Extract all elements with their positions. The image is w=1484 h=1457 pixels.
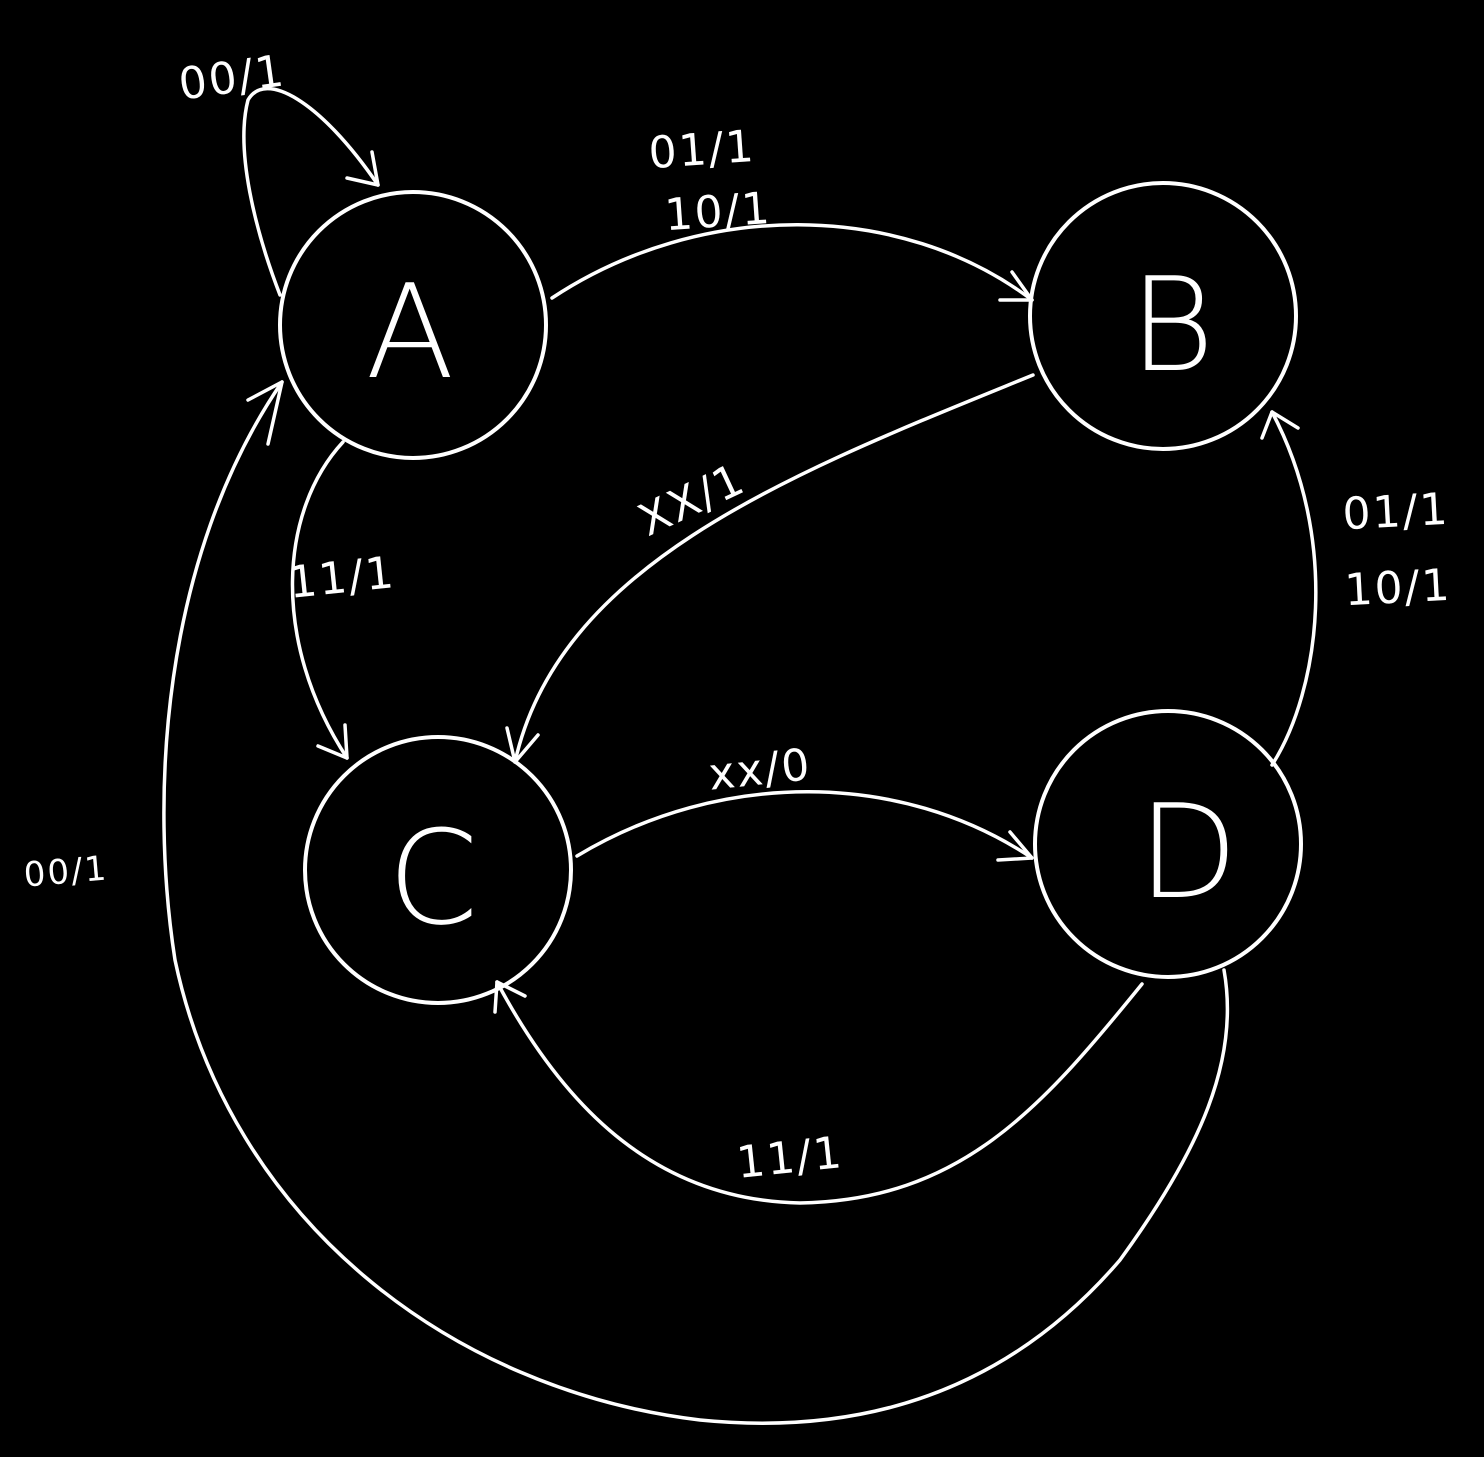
- edge-d-to-c: [495, 980, 1144, 1205]
- transition-c-to-d: xx/0: [575, 739, 1034, 862]
- transition-a-to-b: 01/1 10/1: [550, 121, 1034, 302]
- edge-a-self: [242, 86, 380, 297]
- label-a-to-b-line2: 10/1: [663, 183, 773, 241]
- edge-a-to-c: [290, 440, 349, 760]
- label-d-to-c: 11/1: [734, 1127, 846, 1189]
- edge-d-to-b: [1270, 410, 1318, 767]
- state-b-label: B: [1129, 249, 1214, 401]
- arrowhead-d-to-a: [246, 380, 284, 446]
- arrowhead-d-to-b: [1260, 410, 1300, 440]
- arrowhead-a-to-b: [998, 270, 1034, 302]
- transition-b-to-c: XX/1: [505, 373, 1035, 764]
- state-d-label: D: [1138, 776, 1238, 928]
- label-d-to-b-line1: 01/1: [1341, 484, 1450, 541]
- transition-d-to-b: 01/1 10/1: [1260, 410, 1453, 767]
- state-b-circle: [1028, 181, 1298, 451]
- state-c-label: C: [388, 802, 479, 954]
- state-c-circle: [303, 735, 573, 1005]
- label-a-to-c: 11/1: [286, 547, 398, 609]
- state-b: B: [1028, 181, 1298, 451]
- state-d-circle: [1033, 709, 1303, 979]
- edge-d-to-a: [162, 380, 1230, 1425]
- arrowhead-d-to-c: [493, 980, 527, 1014]
- edge-a-to-b: [550, 223, 1034, 302]
- edge-b-to-c: [513, 373, 1035, 764]
- arrowhead-a-to-c: [316, 723, 349, 760]
- label-a-to-b-line1: 01/1: [647, 121, 757, 179]
- label-d-to-a: 00/1: [22, 848, 110, 895]
- transition-a-to-c: 11/1: [286, 440, 398, 760]
- label-c-to-d: xx/0: [706, 739, 814, 800]
- label-d-to-b-line2: 10/1: [1343, 560, 1452, 617]
- state-a: A: [278, 190, 548, 460]
- arrowhead-b-to-c: [505, 726, 540, 764]
- arrowhead-c-to-d: [996, 830, 1034, 862]
- state-a-label: A: [366, 256, 455, 408]
- state-c: C: [303, 735, 573, 1005]
- transition-d-to-a: 00/1: [22, 380, 1230, 1425]
- state-a-circle: [278, 190, 548, 460]
- state-d: D: [1033, 709, 1303, 979]
- transition-a-self: 00/1: [176, 45, 380, 297]
- transition-d-to-c: 11/1: [493, 980, 1144, 1205]
- label-a-self: 00/1: [176, 45, 289, 110]
- arrowhead-a-self: [345, 150, 380, 187]
- label-b-to-c: XX/1: [631, 453, 753, 546]
- edge-c-to-d: [575, 790, 1034, 860]
